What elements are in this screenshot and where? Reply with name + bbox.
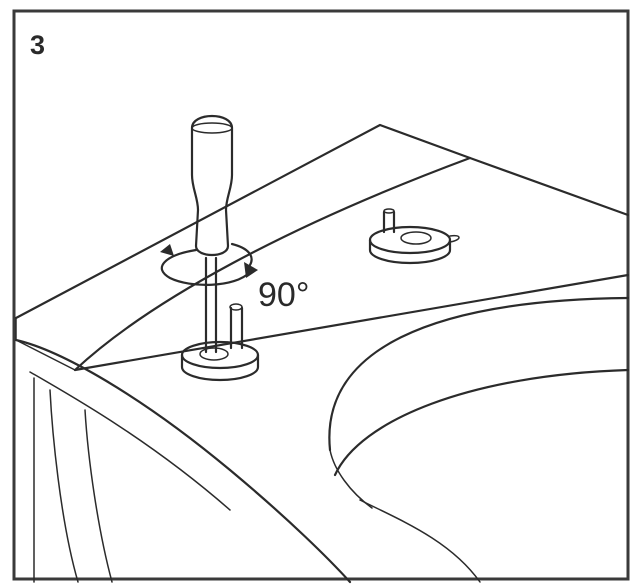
panel-border bbox=[12, 9, 630, 581]
rotation-angle-label: 90° bbox=[258, 276, 310, 314]
step-number: 3 bbox=[30, 30, 46, 60]
fixing-bolt-icon bbox=[368, 208, 460, 265]
rotation-arrow-icon bbox=[160, 242, 258, 286]
fixing-bolt-icon bbox=[180, 303, 260, 382]
screwdriver-icon bbox=[190, 115, 234, 354]
toilet-bowl-icon bbox=[14, 123, 630, 584]
